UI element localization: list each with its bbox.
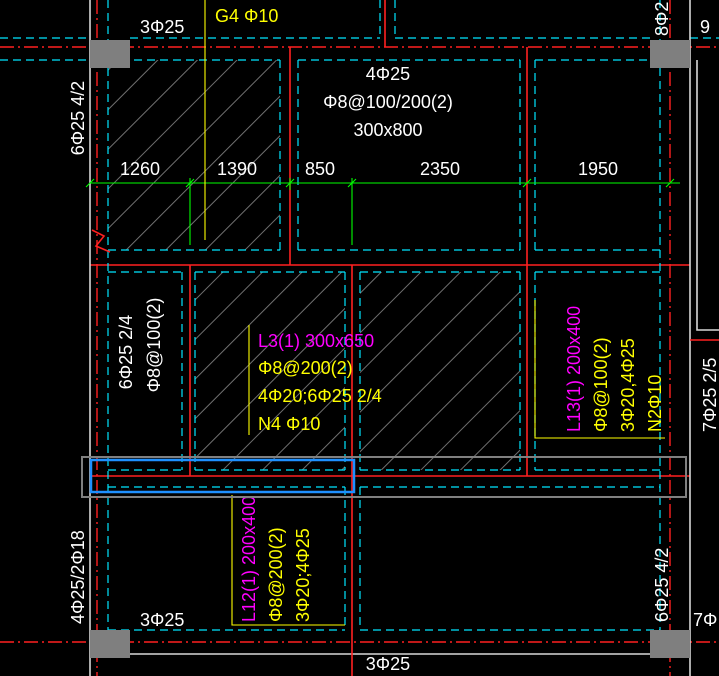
label-l13-rebar: 3Φ20,4Φ25 [618,338,638,432]
label-right-mid-support: 7Φ25 2/5 [700,358,719,432]
columns[interactable] [90,40,690,658]
label-left-top-support: 6Φ25 4/2 [68,81,88,155]
column-bottom-right[interactable] [650,630,690,658]
beam-selected-row-edges[interactable] [108,469,660,488]
hatch-panel-top-left [108,60,280,250]
label-bottom-left-support: 3Φ25 [140,610,184,630]
beam-vertical-290-edges[interactable] [279,60,299,250]
label-l12-stirrup: Φ8@200(2) [266,527,286,622]
label-left-mid-support: 6Φ25 2/4 [116,315,136,389]
label-l3-torsion: N4 Φ10 [258,414,320,434]
beam-vertical-190[interactable] [181,265,196,476]
label-l3-stirrup: Φ8@200(2) [258,358,353,378]
column-top-left[interactable] [90,40,130,68]
beam-right[interactable] [659,0,719,676]
dimension-label: 1950 [578,159,618,179]
beam-vertical-352[interactable] [344,265,361,676]
beam-right-offset-outline[interactable] [696,60,719,331]
leader-l13 [534,300,665,439]
beam-bottom[interactable] [0,629,719,655]
selection-frame [81,456,687,498]
label-left-mid-stirrup: Φ8@100(2) [144,298,164,393]
label-g4: G4 Φ10 [215,6,278,26]
beam-vertical-527-edges[interactable] [519,60,536,470]
beam-top-stub[interactable] [379,0,396,47]
label-right-bottom-support: 6Φ25 4/2 [652,548,672,622]
label-l3-rebar: 4Φ20;6Φ25 2/4 [258,386,382,406]
leader-l12 [231,495,345,626]
beam-vertical-527[interactable] [519,47,536,476]
column-bottom-left[interactable] [90,630,130,658]
label-l12-rebar: 3Φ20;4Φ25 [293,528,313,622]
label-right-bottom-edge: 7Φ [693,610,717,630]
beam-middle-edges[interactable] [108,249,660,273]
label-left-bottom-support: 4Φ25/2Φ18 [68,530,88,624]
slab-hatching [108,60,520,470]
column-top-right[interactable] [650,40,690,68]
hatch-panel-mid-left [195,272,345,470]
beam-vertical-290[interactable] [279,47,299,265]
label-top-right-support: 8Φ2 [652,2,672,36]
beam-left[interactable] [89,0,111,676]
dimension-label: 1390 [217,159,257,179]
dimension-extension-lines [189,178,353,245]
dimension-label: 1260 [120,159,160,179]
dimension-label: 850 [305,159,335,179]
beam-top-stub-edges[interactable] [379,0,396,38]
label-l13-stirrup: Φ8@100(2) [591,337,611,432]
beam-vertical-352-edges[interactable] [344,272,361,630]
label-l3-name: L3(1) 300x650 [258,331,374,351]
dimension-chain [85,178,680,245]
label-top-right-edge: 9 [700,17,710,37]
dimension-label: 2350 [420,159,460,179]
label-l13-torsion: N2Φ10 [645,375,665,432]
beam-top[interactable] [0,37,719,61]
beam-top-edges[interactable] [0,37,719,61]
label-top-left-support: 3Φ25 [140,17,184,37]
selected-beam-highlight[interactable] [89,458,356,494]
label-main-beam-stirrup: Φ8@100/200(2) [323,92,453,112]
break-symbol [91,229,111,253]
hatch-panel-mid-center [360,272,520,470]
label-l12-name: L12(1) 200x400 [239,496,259,622]
label-main-beam-top-rebar: 4Φ25 [366,64,410,84]
label-main-beam-section: 300x800 [353,120,422,140]
beam-vertical-190-edges[interactable] [181,272,196,470]
annotation-leaders [204,0,665,626]
label-l13-name: L13(1) 200x400 [564,306,584,432]
label-bottom-beam-rebar: 3Φ25 [366,654,410,674]
